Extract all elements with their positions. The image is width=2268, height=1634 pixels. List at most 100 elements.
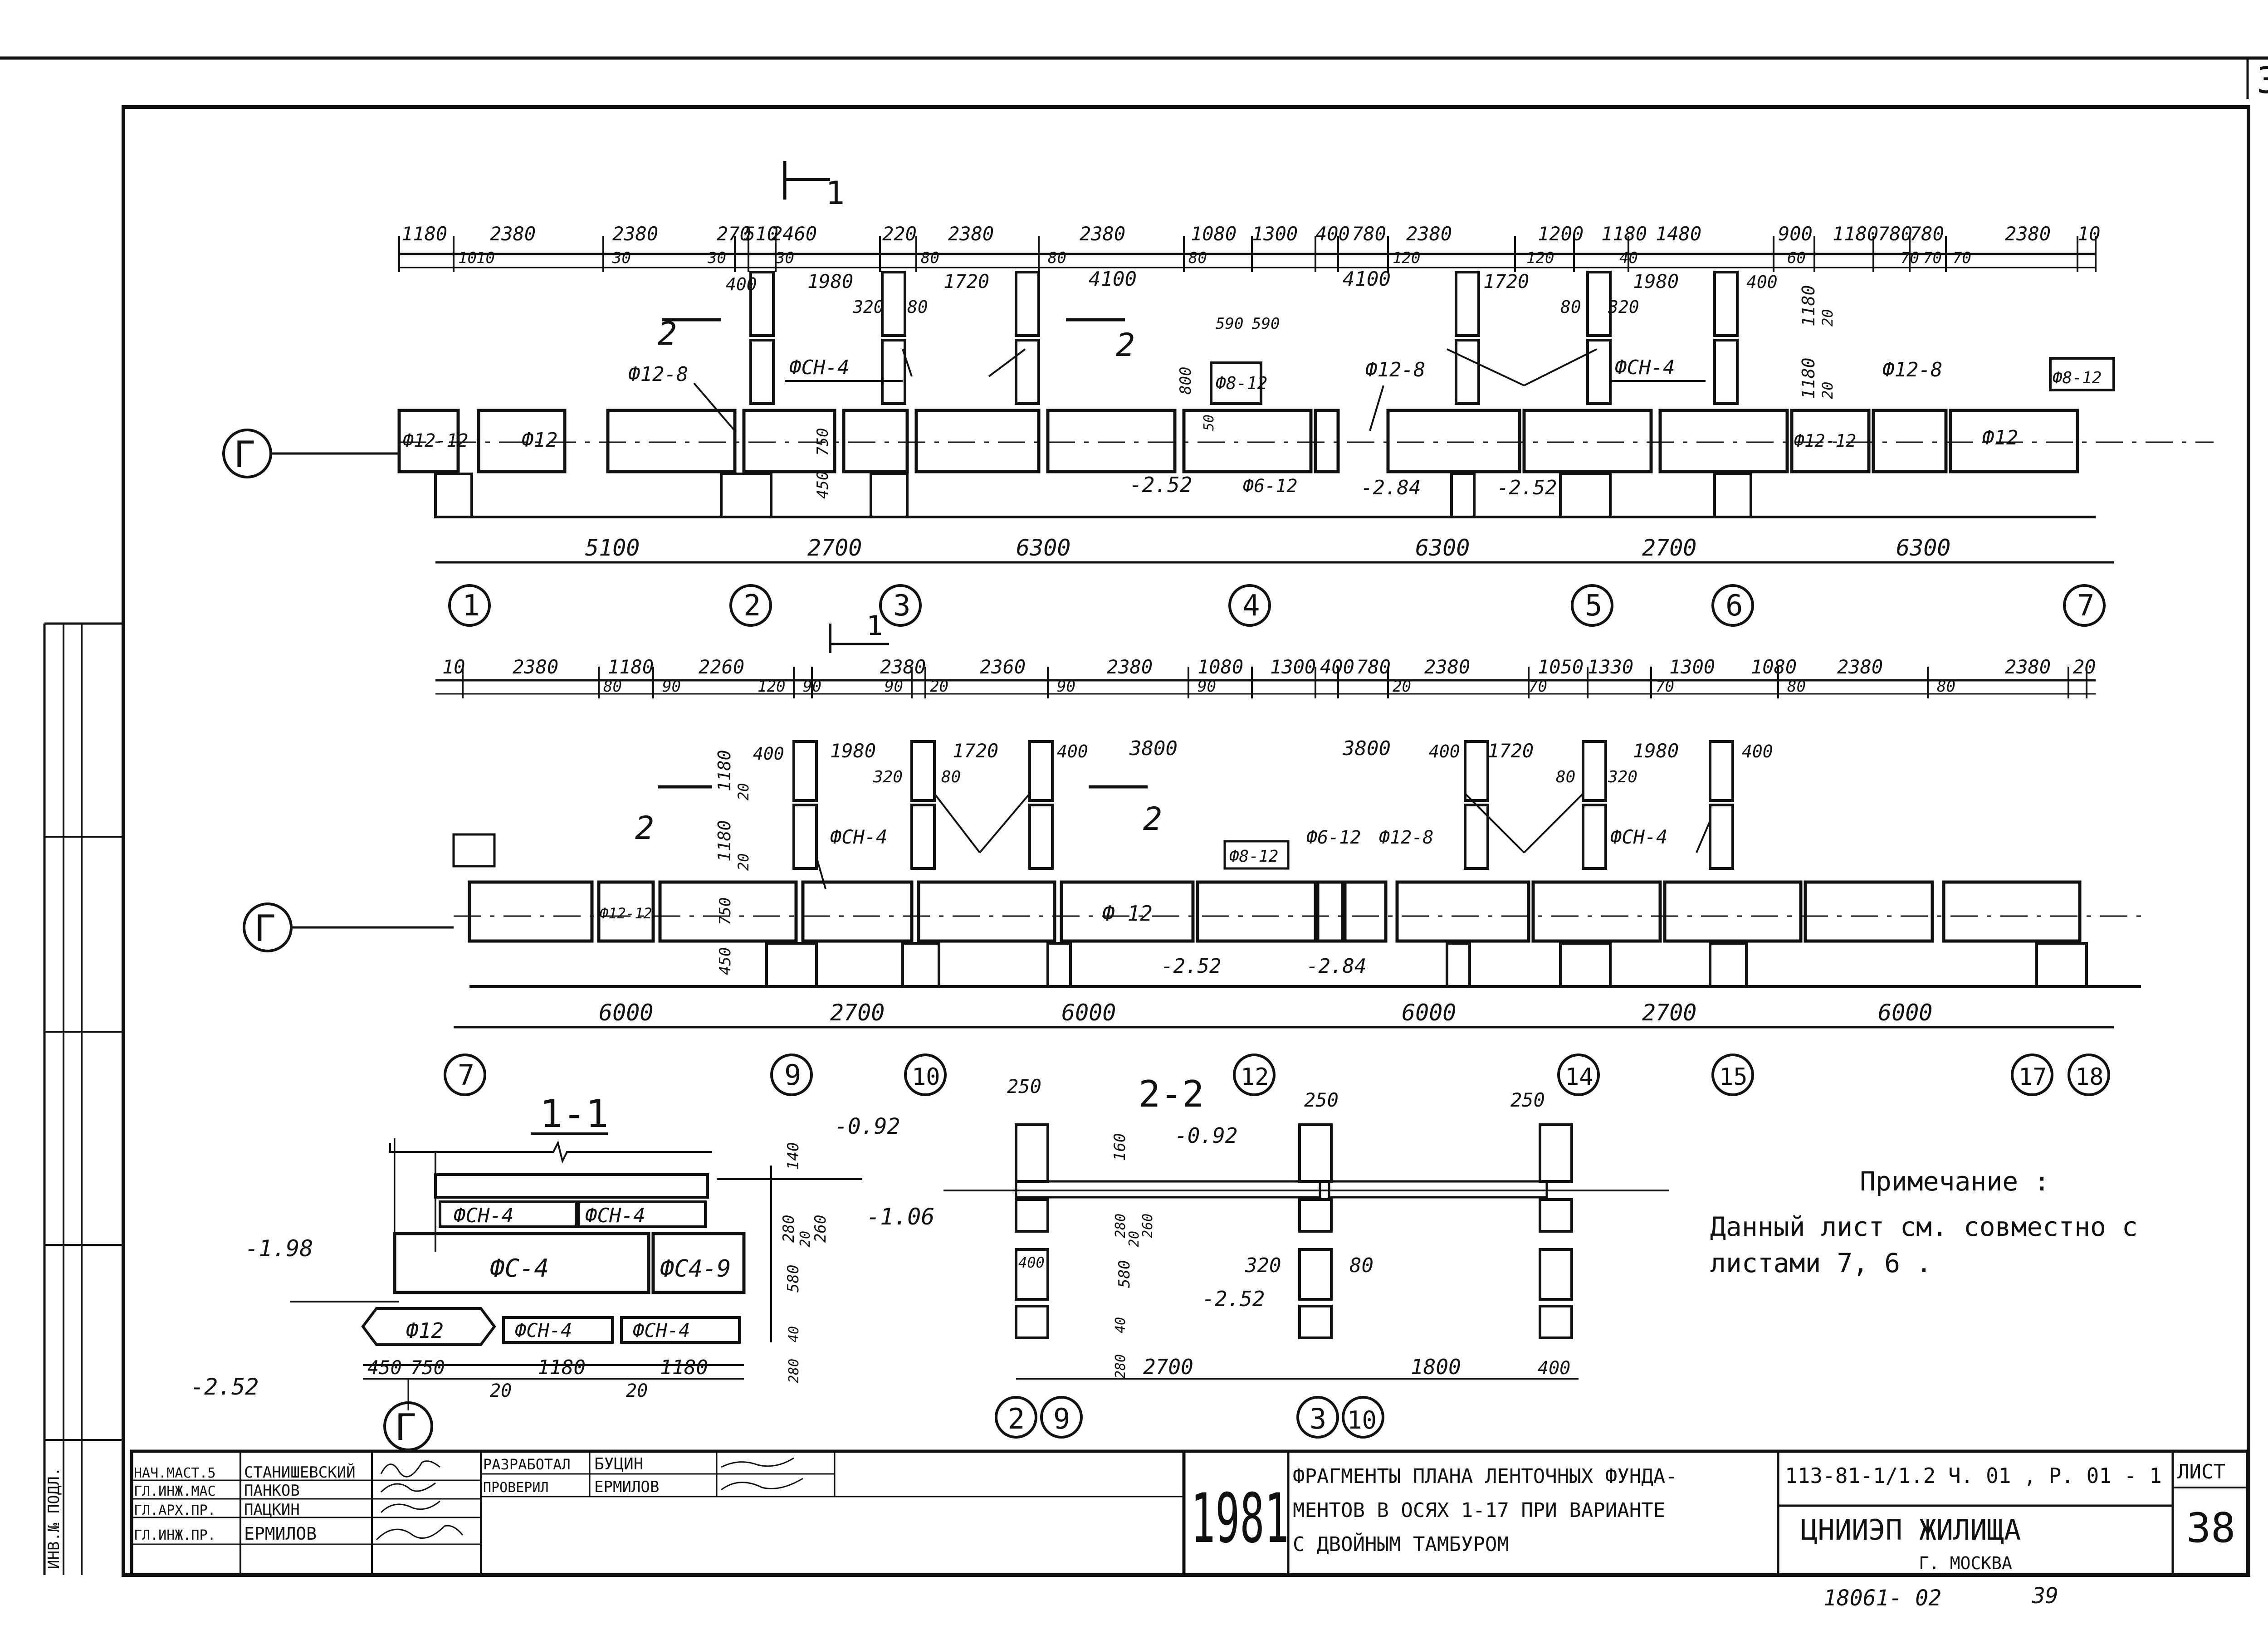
plan2-sub-6: 90 [1057,678,1075,696]
level-252-a: -2.52 [1129,473,1192,497]
s11-dim-20-b: 20 [490,1380,512,1401]
plan1-sub-13: 70 [1923,249,1942,267]
plan1-dim-0: 1180 [401,223,447,245]
s11-level-092: -0.92 [835,1114,900,1139]
sheet-corner-number: 39 [2257,59,2268,102]
tb-sheet-label: ЛИСТ [2177,1460,2225,1483]
tb-dev-name-1: БУЦИН [594,1455,643,1473]
tb-dev-name-2: ЕРМИЛОВ [594,1478,659,1496]
plan2-dim-12: 1050 [1538,656,1584,678]
s11-dim-40: 40 [786,1326,802,1342]
tb-role-2: ГЛ.ИНЖ.МАС [134,1483,216,1499]
block-fsn4-b: ФСН-4 [1615,356,1675,379]
s22-dim-320: 320 [1245,1254,1281,1277]
plan2-sub-12: 80 [1937,678,1955,696]
tb-role-4: ГЛ.ИНЖ.ПР. [134,1527,216,1543]
block-phi12-12-a: Ф12-12 [403,430,469,451]
rebar-phi6-12: Ф6-12 [1243,476,1297,497]
dim-320-c: 320 [873,768,903,786]
footer-number: 18061- 02 [1823,1585,1941,1611]
plan2-dimension-ticks [462,667,2087,698]
plan2-sub-4: 90 [885,678,903,696]
dim-1720-b: 1720 [1483,270,1529,293]
plan1-dim-19: 780 [1878,223,1912,245]
plan1-sub-3: 30 [707,249,726,267]
plan2-bottom-dim-1: 2700 [830,1000,885,1026]
tb-title-3: С ДВОЙНЫМ ТАМБУРОМ [1293,1532,1509,1556]
tb-dev-role-2: ПРОВЕРИЛ [483,1480,549,1496]
dim-1180-d: 1180 [714,820,734,862]
plan1-bottom-dim-1: 2700 [807,535,862,561]
dim-1980-b: 1980 [1633,270,1679,293]
plan1-dim-15: 1180 [1601,223,1647,245]
s22-axis-3-bubble [1296,1396,1339,1439]
plan1-dim-6: 220 [882,223,917,245]
tb-sheet-number: 38 [2186,1504,2235,1552]
plan2-dim-11: 2380 [1424,656,1470,678]
label-section-2-left: 2 [658,315,677,352]
plan1-dim-17: 900 [1778,223,1813,245]
dim-450-b: 450 [716,947,734,975]
plan2-bottom-dim-4: 2700 [1642,1000,1696,1026]
plan2-dim-8: 1300 [1270,656,1316,678]
dim-1180-b: 1180 [1799,357,1818,399]
title-block: НАЧ.МАСТ.5 ГЛ.ИНЖ.МАС ГЛ.АРХ.ПР. ГЛ.ИНЖ.… [130,1449,2249,1577]
s22-dim-250-a: 250 [1007,1075,1041,1097]
plan1-axis-5-label: 6 [1725,589,1743,623]
s22-dim-280: 280 [1113,1214,1129,1238]
dim-3800-a: 3800 [1129,737,1178,760]
s22-dim-400-b: 400 [1538,1358,1570,1379]
dim-320-b: 320 [1608,297,1639,317]
plan2-bottom-dim-3: 6000 [1402,1000,1456,1026]
plan1-dim-4: 510 [744,223,778,245]
dim-1720-c: 1720 [953,740,998,762]
dim-50: 50 [1201,415,1217,431]
dim-400-a: 400 [726,274,757,294]
dim-400-e: 400 [1429,741,1460,761]
tb-name-2: ПАНКОВ [244,1482,300,1500]
dim-320-a: 320 [852,297,884,317]
plan1-dim-21: 2380 [2005,223,2051,245]
s11-dim-1180-b: 1180 [660,1356,708,1379]
dim-20-a: 20 [1819,309,1836,327]
dim-750: 750 [814,428,832,456]
plan2-dim-17: 2380 [2005,656,2051,678]
plan2-bottom-dim-5: 6000 [1878,1000,1932,1026]
plan1-dim-12: 780 [1352,223,1386,245]
section-mark-1-mid: 1 [866,610,883,642]
s22-axis-9-bubble [1040,1396,1083,1439]
s11-dim-20: 20 [797,1231,813,1247]
plan1-sub-1: 10 [476,249,495,267]
block-phi12-a: Ф12 [522,429,557,452]
tb-city: Г. МОСКВА [1919,1553,2012,1573]
rebar-phi12-8-d: Ф12-8 [1379,827,1433,848]
dim-750-b: 750 [716,897,734,925]
s22-axis-10: 10 [1347,1406,1377,1434]
block-fsn4-d: ФСН-4 [1610,826,1667,848]
s11-dim-260: 260 [811,1215,830,1243]
plan2-lower-blocks [765,942,2088,988]
dim-450: 450 [814,471,832,499]
plan2-dim-9: 400 [1320,656,1354,678]
plan2-dim-13: 1330 [1588,656,1633,678]
s22-dim-260: 260 [1140,1214,1156,1238]
plan1-axis-1-bubble [729,584,772,627]
plan1-dim-14: 1200 [1538,223,1584,245]
footer-page: 39 [2032,1583,2058,1609]
plan1-leaders [693,348,1706,432]
plan1-dim-16: 1480 [1656,223,1701,245]
plan1-axis-3-label: 4 [1242,589,1260,623]
plan1-sub-8: 120 [1393,249,1420,267]
tb-org: ЦНИИЭП ЖИЛИЩА [1801,1513,2021,1546]
s11-block-fsn4-a: ФСН-4 [454,1204,513,1227]
s22-dim-250-c: 250 [1510,1089,1545,1111]
s11-dim-750: 750 [411,1356,445,1379]
s22-axis-10-bubble [1342,1396,1384,1439]
section-1-1: 1-1 ФСН-4 ФСН-4 ФС-4 ФС4-9 Ф12 ФСН-4 ФСН… [191,1092,935,1451]
plan1-sub-14: 70 [1953,249,1971,267]
plan2-dim-18: 20 [2073,656,2096,678]
level-284-b: -2.84 [1306,955,1366,978]
s22-dim-160: 160 [1111,1133,1129,1161]
